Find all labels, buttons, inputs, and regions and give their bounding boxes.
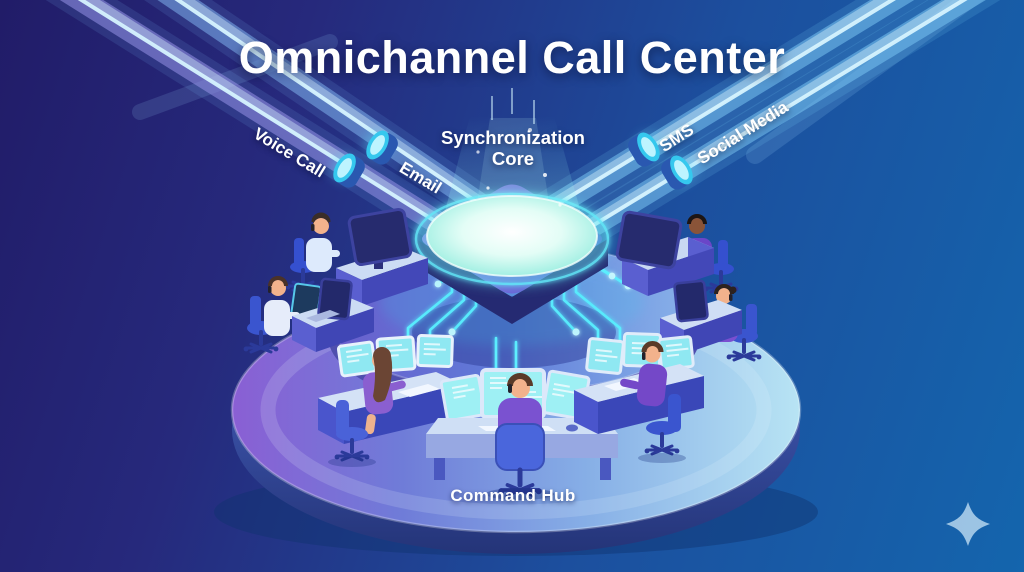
monitor-screen xyxy=(416,334,454,368)
operator-head xyxy=(643,345,661,363)
mouse xyxy=(566,424,578,432)
core-sparkles xyxy=(476,88,562,207)
workstation-bottom-right xyxy=(574,331,704,463)
monitor-screen xyxy=(657,335,695,371)
operator-head xyxy=(689,218,705,234)
tube-coupling-sms xyxy=(628,132,662,167)
four-point-star-sparkle-icon xyxy=(946,502,990,546)
long-hair xyxy=(373,347,393,403)
monitor-back xyxy=(317,277,353,321)
sync-core xyxy=(380,88,644,346)
monitor-back xyxy=(347,207,413,267)
operator-top-left xyxy=(306,212,340,272)
tube-coupling-voice xyxy=(331,153,365,188)
operator-head xyxy=(510,378,530,398)
keyboard xyxy=(398,384,440,397)
headset-icon xyxy=(311,224,315,231)
tube-voice-call xyxy=(45,0,505,272)
monitor-screen xyxy=(336,340,378,378)
chair-bottom-left xyxy=(328,400,376,467)
chair-bottom-right xyxy=(638,394,686,463)
workstation-left xyxy=(241,276,374,354)
headset-icon xyxy=(508,384,512,393)
page-title: Omnichannel Call Center xyxy=(238,32,786,83)
core-pedestal-side xyxy=(416,239,608,324)
chair-bottom-center xyxy=(486,423,554,500)
command-hub-label: Command Hub xyxy=(450,486,576,505)
headset-icon xyxy=(729,294,733,301)
tube-social-media xyxy=(537,0,1001,267)
operator-head xyxy=(313,218,329,234)
operator-head xyxy=(716,288,732,304)
core-orb xyxy=(427,196,597,276)
tube-coupling-social xyxy=(661,155,695,190)
operator-head xyxy=(270,280,286,296)
monitor-screen xyxy=(439,373,487,423)
workstation-bottom-center xyxy=(426,368,618,500)
workstation-right xyxy=(660,279,764,362)
operator-bottom-left xyxy=(362,347,406,435)
workstation-bottom-left xyxy=(318,334,462,467)
tube-coupling-email xyxy=(364,130,398,165)
monitor-back xyxy=(673,279,709,323)
tube-sms xyxy=(511,0,929,240)
tube-email xyxy=(144,0,531,245)
headset-icon xyxy=(642,352,646,360)
operator-bottom-right xyxy=(620,341,668,407)
keyboard xyxy=(306,310,340,322)
workstation-top-right xyxy=(615,210,741,296)
chair-top-right xyxy=(701,240,741,294)
headset-icon xyxy=(268,286,272,293)
sync-core-label: Synchronization Core xyxy=(441,127,585,169)
channel-tubes xyxy=(45,0,1001,272)
legs xyxy=(365,414,376,435)
monitor-back xyxy=(615,210,683,270)
